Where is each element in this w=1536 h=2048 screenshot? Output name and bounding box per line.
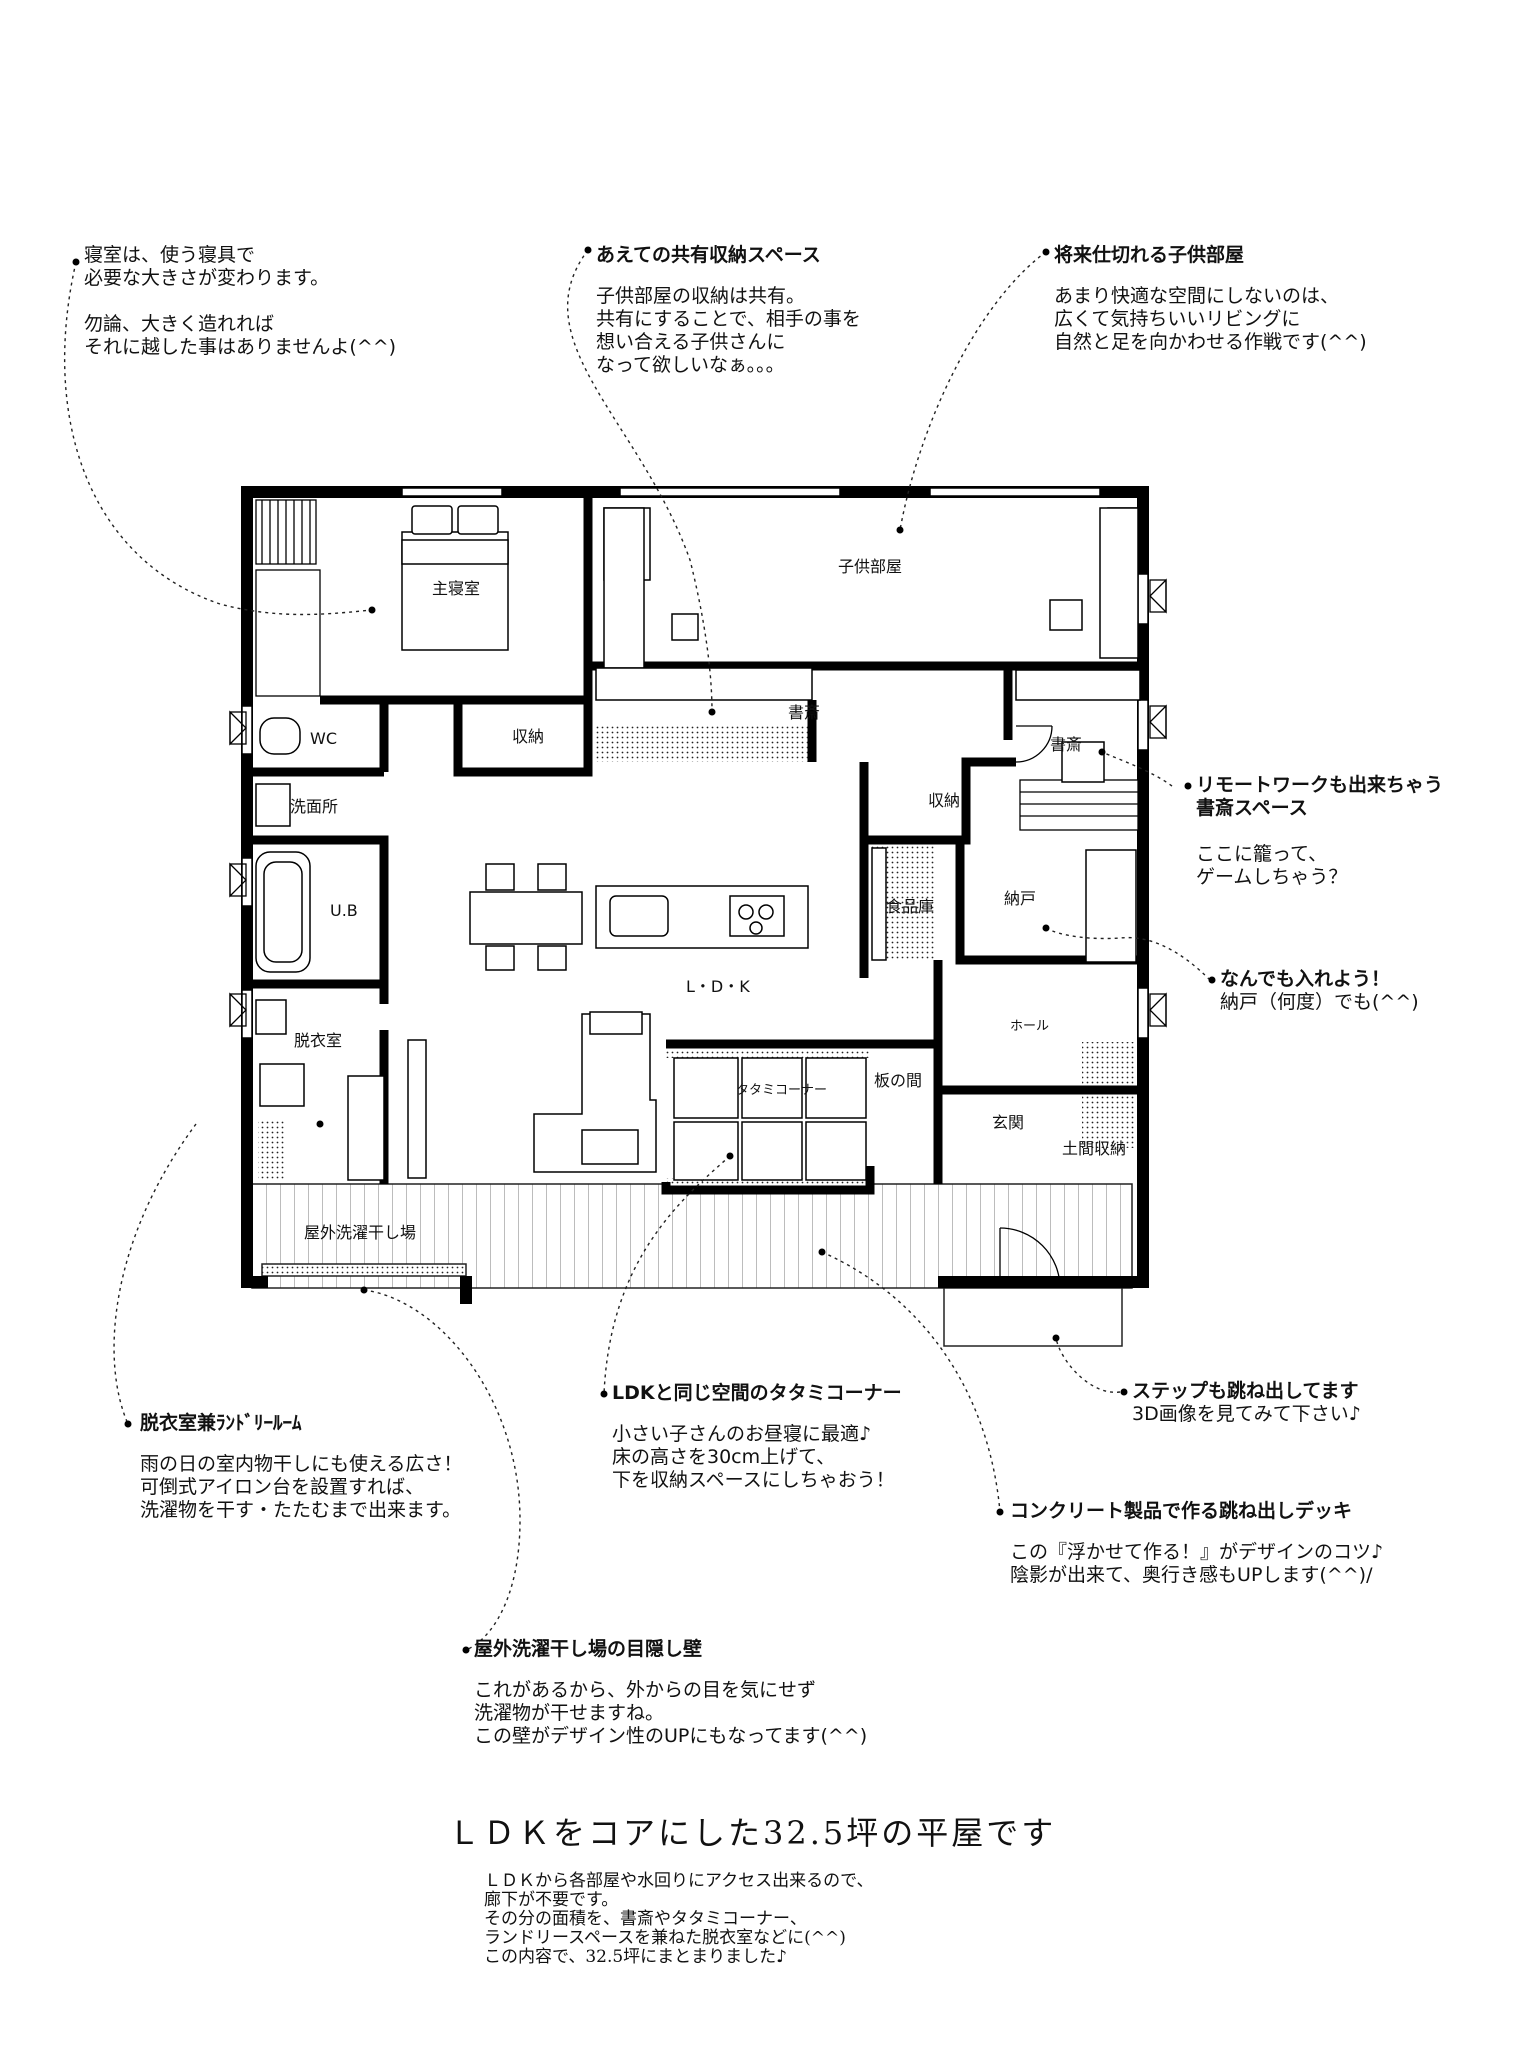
summary-body: ＬＤＫから各部屋や水回りにアクセス出来るので、 廊下が不要です。 その分の面積を…	[484, 1872, 873, 1967]
summary-line: ＬＤＫから各部屋や水回りにアクセス出来るので、	[484, 1871, 874, 1891]
room-outdoor-drying: 屋外洗濯干し場	[304, 1223, 416, 1242]
note-laundry-line: 雨の日の室内物干しにも使える広さ！	[140, 1453, 463, 1475]
note-shared-storage: あえての共有収納スペース 子供部屋の収納は共有。 共有にすることで、相手の事を …	[596, 244, 861, 377]
room-storage-1: 収納	[512, 727, 544, 746]
note-bedroom: 寝室は、使う寝具で 必要な大きさが変わります。 勿論、大きく造れれば それに越し…	[84, 244, 396, 359]
room-study-2: 書斎	[1050, 735, 1082, 754]
room-entrance: 玄関	[992, 1113, 1024, 1132]
outdoor-deck	[251, 1183, 1133, 1347]
note-step-line: 3D画像を見てみて下さい♪	[1132, 1403, 1361, 1425]
note-laundry: 脱衣室兼ﾗﾝﾄﾞﾘｰﾙｰﾑ 雨の日の室内物干しにも使える広さ！ 可倒式アイロン台…	[140, 1412, 462, 1522]
room-wc: WC	[310, 729, 337, 748]
closet-stripes	[255, 499, 1139, 831]
note-tatami: LDKと同じ空間のタタミコーナー 小さい子さんのお昼寝に最適♪ 床の高さを30c…	[612, 1382, 902, 1492]
room-tatami: タタミコーナー	[736, 1083, 827, 1098]
summary-line: 廊下が不要です。	[484, 1890, 619, 1910]
note-bedroom-line: それに越した事はありませんよ(^^)	[84, 336, 397, 358]
note-laundry-line: 可倒式アイロン台を設置すれば、	[140, 1476, 425, 1498]
note-tatami-line: 下を収納スペースにしちゃおう！	[612, 1469, 895, 1491]
note-remote-work: リモートワークも出来ちゃう 書斎スペース ここに籠って、 ゲームしちゃう？	[1196, 774, 1443, 889]
note-kids-room: 将来仕切れる子供部屋 あまり快適な空間にしないのは、 広くて気持ちいいリビングに…	[1054, 244, 1367, 354]
note-remote-work-line: 書斎スペース	[1196, 797, 1308, 819]
note-remote-work-line: ゲームしちゃう？	[1196, 866, 1348, 888]
window-markers	[229, 578, 1167, 1028]
note-step: ステップも跳ね出してます 3D画像を見てみて下さい♪	[1132, 1380, 1361, 1426]
doors	[999, 725, 1061, 1289]
summary-title: ＬＤＫをコアにした32.5坪の平屋です	[448, 1814, 1057, 1852]
note-remote-work-line: ここに籠って、	[1196, 843, 1328, 865]
note-kids-room-line: 自然と足を向かわせる作戦です(^^)	[1054, 331, 1367, 353]
note-bedroom-line: 勿論、大きく造れれば	[84, 313, 275, 335]
note-bedroom-line	[84, 290, 396, 313]
room-pantry: 食品庫	[886, 897, 934, 916]
note-kids-room-line: 広くて気持ちいいリビングに	[1054, 308, 1301, 330]
furniture	[255, 505, 1141, 1181]
note-remote-work-line	[1196, 820, 1443, 843]
note-tatami-title: LDKと同じ空間のタタミコーナー	[612, 1382, 902, 1404]
note-shared-storage-line: なって欲しいなぁ。。。	[596, 354, 785, 376]
note-closet-line: 納戸（何度）でも(^^)	[1220, 991, 1419, 1013]
note-screen-wall-line: 洗濯物が干せますね。	[474, 1702, 665, 1724]
leader-lines	[64, 249, 1211, 1651]
window-marks	[241, 487, 1149, 1039]
note-screen-wall-line: これがあるから、外からの目を気にせず	[474, 1679, 817, 1701]
note-kids-room-line: あまり快適な空間にしないのは、	[1054, 285, 1340, 307]
summary-line: ランドリースペースを兼ねた脱衣室などに(^^)	[484, 1928, 846, 1948]
note-deck-title: コンクリート製品で作る跳ね出しデッキ	[1010, 1500, 1353, 1522]
room-washroom: 洗面所	[290, 797, 338, 816]
room-hall: ホール	[1010, 1019, 1049, 1034]
room-doma-storage: 土間収納	[1062, 1139, 1126, 1158]
note-kids-room-title: 将来仕切れる子供部屋	[1054, 244, 1245, 266]
summary-line: この内容で、32.5坪にまとまりました♪	[484, 1947, 788, 1967]
note-shared-storage-line: 共有にすることで、相手の事を	[596, 308, 861, 330]
room-kids-room: 子供部屋	[838, 557, 902, 576]
note-closet-title: なんでも入れよう！	[1220, 968, 1391, 990]
room-labels: 主寝室 子供部屋 WC 収納 書斎 書斎 洗面所 収納 U.B 食品庫 納戸 L…	[290, 557, 1126, 1242]
note-screen-wall-title: 屋外洗濯干し場の目隠し壁	[474, 1638, 703, 1660]
note-remote-work-title: リモートワークも出来ちゃう	[1196, 774, 1444, 796]
note-shared-storage-title: あえての共有収納スペース	[596, 244, 821, 266]
leader-dots	[72, 246, 1216, 1654]
note-screen-wall: 屋外洗濯干し場の目隠し壁 これがあるから、外からの目を気にせず 洗濯物が干せます…	[474, 1638, 867, 1748]
note-deck-line: 陰影が出来て、奥行き感もUPします(^^)/	[1010, 1564, 1373, 1586]
note-step-title: ステップも跳ね出してます	[1132, 1380, 1359, 1402]
note-closet: なんでも入れよう！ 納戸（何度）でも(^^)	[1220, 968, 1419, 1014]
room-master-bedroom: 主寝室	[432, 579, 480, 598]
note-deck: コンクリート製品で作る跳ね出しデッキ この『浮かせて作る！』がデザインのコツ♪ …	[1010, 1500, 1383, 1587]
note-shared-storage-line: 想い合える子供さんに	[596, 331, 786, 353]
note-tatami-line: 床の高さを30cm上げて、	[612, 1446, 836, 1468]
note-tatami-line: 小さい子さんのお昼寝に最適♪	[612, 1423, 872, 1445]
note-laundry-title: 脱衣室兼ﾗﾝﾄﾞﾘｰﾙｰﾑ	[140, 1412, 302, 1434]
note-shared-storage-line: 子供部屋の収納は共有。	[596, 285, 806, 307]
room-closet: 納戸	[1004, 889, 1036, 908]
room-storage-2: 収納	[928, 791, 960, 810]
room-wood-floor: 板の間	[874, 1071, 922, 1090]
note-bedroom-line: 必要な大きさが変わります。	[84, 267, 330, 289]
summary-line: その分の面積を、書斎やタタミコーナー、	[484, 1909, 807, 1929]
room-dressing: 脱衣室	[294, 1031, 342, 1050]
note-laundry-line: 洗濯物を干す・たたむまで出来ます。	[140, 1499, 462, 1521]
room-study: 書斎	[788, 703, 820, 722]
room-ub: U.B	[330, 901, 358, 920]
note-bedroom-title: 寝室は、使う寝具で	[84, 244, 256, 266]
note-screen-wall-line: この壁がデザイン性のUPにもなってます(^^)	[474, 1725, 868, 1747]
room-ldk: L・D・K	[686, 977, 750, 996]
note-deck-line: この『浮かせて作る！』がデザインのコツ♪	[1010, 1541, 1384, 1563]
